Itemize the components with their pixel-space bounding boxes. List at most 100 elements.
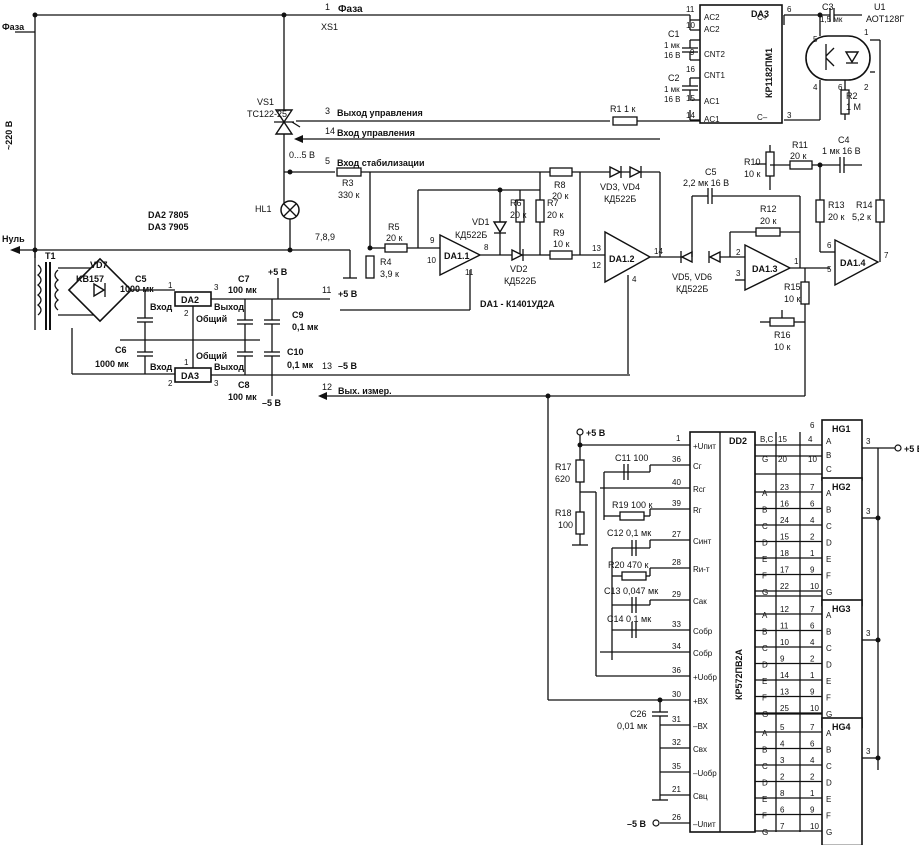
- pin-name-cplus: C+: [757, 13, 768, 22]
- adc-pname-cref-b: Cобр: [693, 649, 713, 658]
- pin-num-14: 14: [686, 111, 695, 120]
- c1-value-cap: 1 мк: [664, 41, 680, 50]
- da14-pin6: 6: [827, 241, 832, 250]
- pin11-label: +5 В: [338, 289, 358, 299]
- r8-label: R8: [554, 180, 566, 190]
- adc-seg-letter-0-e: E: [762, 555, 767, 564]
- diode-vd5: [680, 250, 693, 264]
- bridge-diode-symbol: [93, 282, 106, 298]
- resistor-r15: [800, 281, 810, 305]
- adc-pname-rcg: Rcг: [693, 485, 706, 494]
- c3-label: C3: [822, 2, 834, 12]
- adc-seg-letter-2-a: A: [762, 729, 768, 738]
- c10-label: C10: [287, 347, 304, 357]
- pin-name-cnt2: CNT2: [704, 50, 725, 59]
- adc-pin40: 40: [672, 478, 681, 487]
- hg4-disp-pin: 6: [810, 740, 815, 749]
- da13-pin1: 1: [794, 257, 799, 266]
- u1-pin6: 6: [838, 83, 843, 92]
- adc-seg-letter-0-a: A: [762, 489, 768, 498]
- hg1-pin4: 4: [808, 435, 813, 444]
- dimmer-chip-label: DA3: [751, 9, 769, 19]
- r2-label: R2: [846, 91, 858, 101]
- adc-pin28: 28: [672, 558, 681, 567]
- minus5-label: –5 В: [262, 398, 282, 408]
- opamp-da1-1: [439, 233, 482, 277]
- da1-note: DA1 - К1401УД2А: [480, 299, 555, 309]
- hg3-letter-a: A: [826, 611, 832, 620]
- vd1-type: КД522Б: [455, 230, 487, 240]
- phase-label-top: Фаза: [338, 4, 363, 15]
- r20-label: R20 470 к: [608, 560, 649, 570]
- r12-label: R12: [760, 204, 777, 214]
- resistor-r3: [336, 167, 362, 177]
- adc-pname-cvc: Cвц: [693, 792, 708, 801]
- adc-pname-cint: Cинт: [693, 537, 712, 546]
- capacitor-c2: [682, 77, 700, 101]
- pin13-num: 13: [322, 361, 332, 371]
- c5b-value: 2,2 мк 16 В: [683, 178, 729, 188]
- adc-pin26: 26: [672, 813, 681, 822]
- hg1-letter-a: A: [826, 437, 832, 446]
- vd2-type: КД522Б: [504, 276, 536, 286]
- transformer-t1: [36, 262, 60, 330]
- r15-label: R15: [784, 282, 801, 292]
- r2-value: 1 М: [846, 102, 861, 112]
- c4-label: C4: [838, 135, 850, 145]
- c9-value: 0,1 мк: [292, 322, 319, 332]
- r7-label: R7: [547, 198, 559, 208]
- dimmer-chip-da3: [699, 4, 783, 124]
- junction-adc-input: [545, 393, 551, 399]
- control-input-arrow: [294, 135, 303, 143]
- pin-num-15: 15: [686, 94, 695, 103]
- hg3-common-pin: 3: [866, 629, 871, 638]
- diode-vd3: [609, 165, 622, 179]
- da2-out-label: Выход: [214, 302, 244, 312]
- hg3-adc-pin: 12: [780, 605, 789, 614]
- hg2-letter-b: B: [826, 506, 831, 515]
- r14-value: 5,2 к: [852, 212, 871, 222]
- hg3-adc-pin: 14: [780, 671, 789, 680]
- resistor-r20: [621, 571, 647, 581]
- da11-pin9: 9: [430, 236, 435, 245]
- c2-value-volt: 16 В: [664, 95, 680, 104]
- vs1-type: TC122-25: [247, 109, 287, 119]
- da2-pin2: 2: [184, 309, 189, 318]
- resistor-r7: [535, 199, 545, 223]
- pin-name-ac2-b: AC2: [704, 25, 720, 34]
- hg3-letter-e: E: [826, 677, 831, 686]
- hg2-adc-pin: 22: [780, 582, 789, 591]
- opamp-da1-3: [744, 243, 792, 292]
- adc-pin29: 29: [672, 590, 681, 599]
- da3-pin2: 2: [168, 379, 173, 388]
- u1-type: АОТ128Г: [866, 14, 904, 24]
- dd2-type: КР572ПВ2А: [734, 649, 744, 700]
- c1-label: C1: [668, 29, 680, 39]
- hg4-adc-pin: 6: [780, 806, 785, 815]
- adc-chip-dd2: [689, 431, 756, 833]
- adc-pin35: 35: [672, 762, 681, 771]
- regulators-note-2: DA3 7905: [148, 222, 189, 232]
- hg2-adc-pin: 15: [780, 533, 789, 542]
- hg3-letter-c: C: [826, 644, 832, 653]
- da3-pin3: 3: [214, 379, 219, 388]
- diode-vd4: [629, 165, 642, 179]
- hg2-letter-f: F: [826, 572, 831, 581]
- potentiometer-r16: [769, 317, 795, 327]
- adc-seg-letter-1-e: E: [762, 677, 767, 686]
- r6-value: 20 к: [510, 210, 527, 220]
- c4-value: 1 мк 16 В: [822, 146, 861, 156]
- adc-seg-letter-0-g: G: [762, 588, 768, 597]
- hg3-letter-f: F: [826, 694, 831, 703]
- r17-label: R17: [555, 462, 572, 472]
- hg4-letter-g: G: [826, 828, 832, 837]
- adc-pname-uref-minus: –Uобр: [693, 769, 717, 778]
- c2-value-cap: 1 мк: [664, 85, 680, 94]
- hg2-disp-pin: 6: [810, 500, 815, 509]
- adc-pin39: 39: [672, 499, 681, 508]
- adc-plus5-terminal: [576, 428, 584, 436]
- adc-seg-letter-1-a: A: [762, 611, 768, 620]
- da3-pin1: 1: [184, 358, 189, 367]
- adc-seg-letter-1-g: G: [762, 710, 768, 719]
